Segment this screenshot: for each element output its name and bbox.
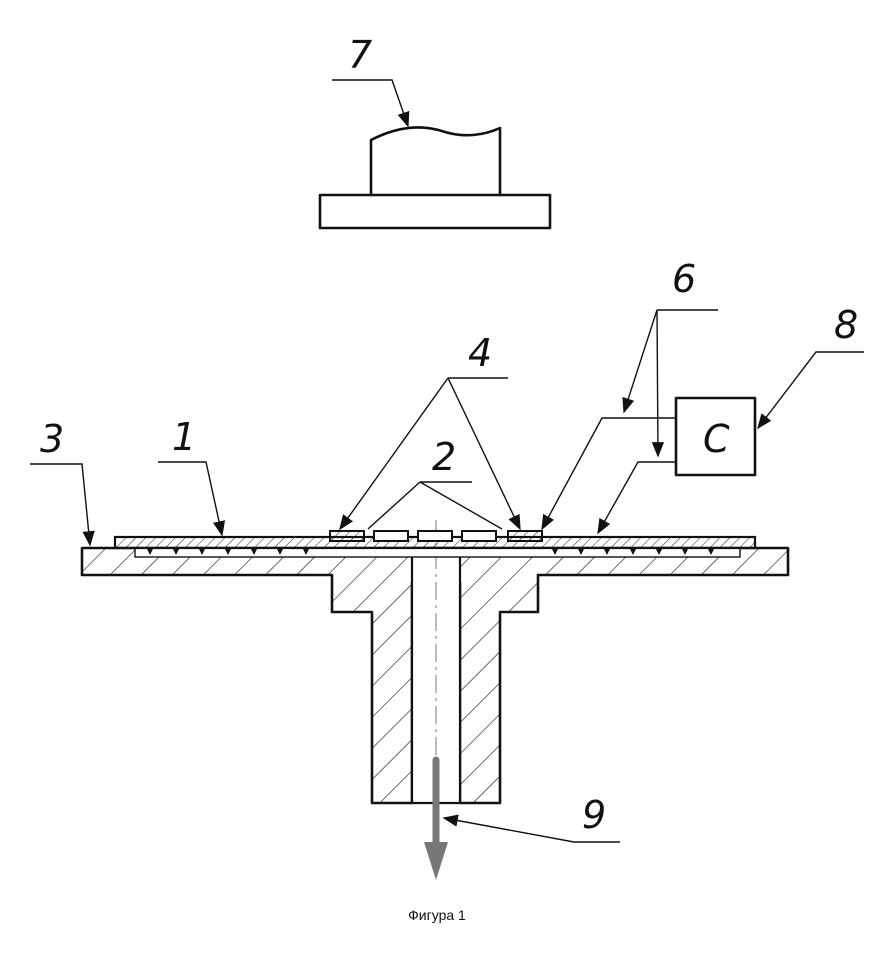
upper-tool-shank — [369, 126, 502, 197]
leaders — [30, 79, 864, 843]
leader-6-arrow-b — [651, 309, 665, 458]
leader-4-right — [447, 377, 521, 531]
vent-mark — [630, 549, 636, 555]
component-2-c — [461, 530, 497, 542]
leader-1 — [158, 461, 226, 537]
leader-7 — [332, 79, 410, 128]
vent-mark — [225, 549, 231, 555]
components — [329, 530, 543, 542]
vent-mark — [578, 549, 584, 555]
wire-lower — [597, 461, 676, 535]
control-block-box — [674, 396, 757, 477]
upper-tool-plate — [318, 193, 552, 230]
label-4: 4 — [468, 331, 492, 375]
wire-upper — [541, 417, 676, 531]
label-6: 6 — [672, 257, 696, 301]
control-block-8: C — [674, 396, 757, 477]
vent-mark — [303, 549, 309, 555]
label-8: 8 — [834, 303, 858, 347]
leader-3 — [30, 463, 95, 547]
vent-mark — [147, 549, 153, 555]
leader-2-right — [419, 481, 503, 530]
vent-mark — [682, 549, 688, 555]
vent-mark — [277, 549, 283, 555]
label-3: 3 — [40, 417, 64, 461]
leader-4-left — [339, 377, 449, 531]
vent-mark — [604, 549, 610, 555]
vent-mark — [199, 549, 205, 555]
component-4-left — [329, 530, 365, 542]
vent-mark — [656, 549, 662, 555]
vent-mark — [251, 549, 257, 555]
label-7: 7 — [348, 33, 372, 77]
vent-mark — [173, 549, 179, 555]
figure-caption: Фигура 1 — [408, 907, 466, 923]
reference-numerals: 7 3 1 4 2 6 8 9 — [40, 33, 858, 837]
vent-marks — [147, 549, 714, 555]
leader-9 — [442, 814, 620, 843]
label-9: 9 — [582, 793, 606, 837]
flow-arrow-9 — [424, 756, 448, 880]
leader-6-arrow-a — [622, 309, 658, 414]
control-block-text: C — [703, 417, 730, 461]
component-2-b — [417, 530, 453, 542]
upper-tool — [318, 126, 552, 230]
leader-2-left — [367, 481, 421, 530]
vent-mark — [708, 549, 714, 555]
component-4-right — [507, 530, 543, 542]
base-table — [80, 520, 790, 805]
label-1: 1 — [172, 415, 196, 459]
leader-8 — [757, 351, 864, 430]
vent-mark — [552, 549, 558, 555]
label-2: 2 — [432, 435, 456, 479]
component-2-a — [373, 530, 409, 542]
